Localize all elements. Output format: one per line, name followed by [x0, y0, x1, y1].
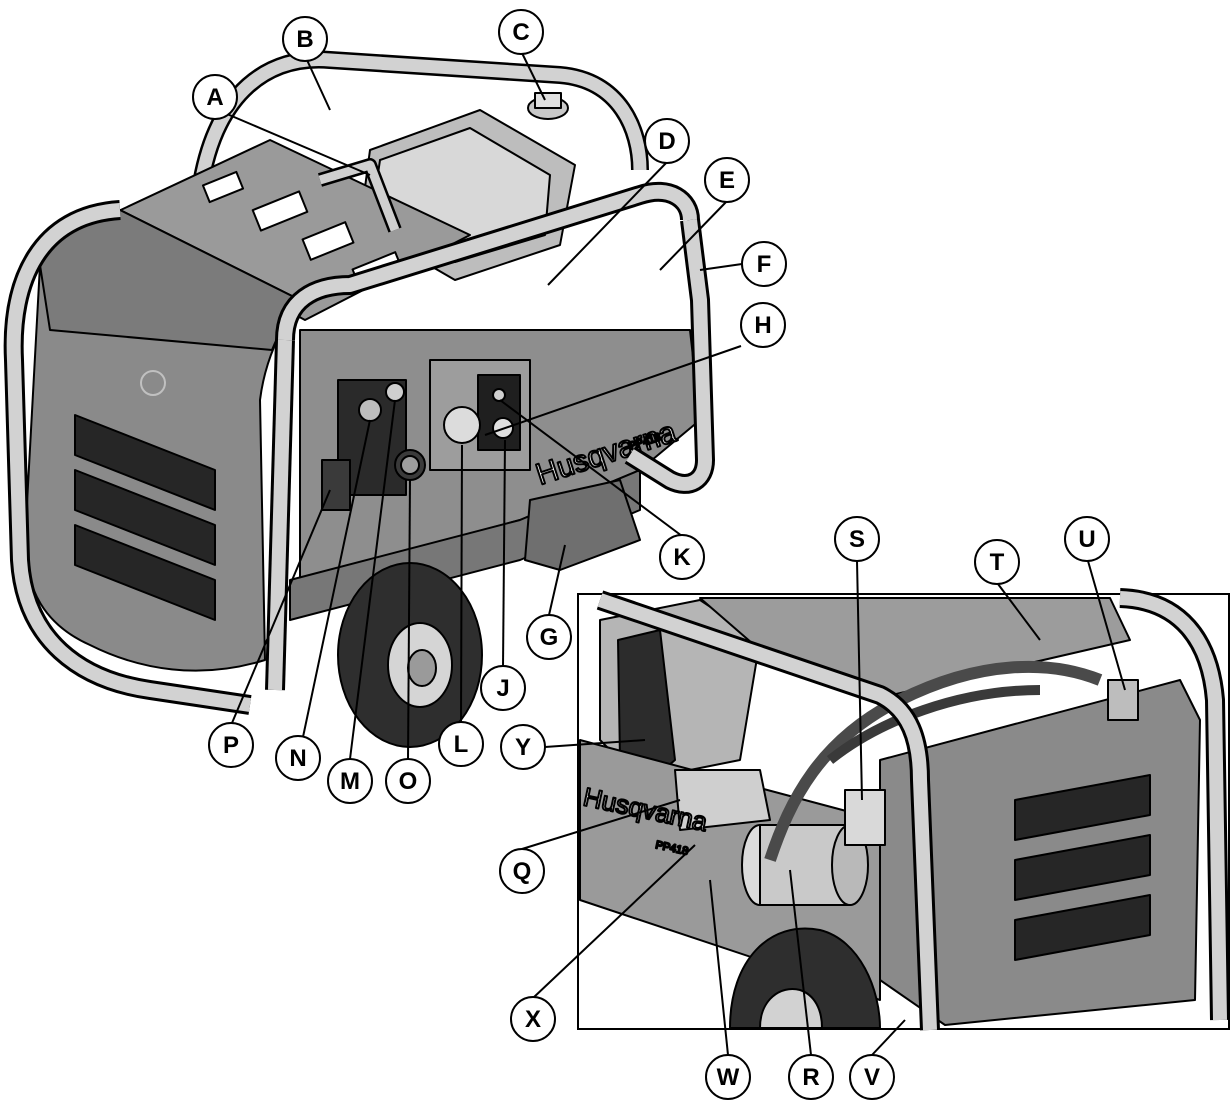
callout-s-label: S: [849, 526, 865, 553]
callout-r: R: [788, 1054, 834, 1100]
callout-v-label: V: [864, 1064, 880, 1091]
callout-g: G: [526, 614, 572, 660]
callout-u: U: [1064, 516, 1110, 562]
callout-f: F: [741, 241, 787, 287]
callout-t-label: T: [990, 549, 1005, 576]
callout-o-label: O: [399, 768, 418, 795]
pressure-gauge: [443, 406, 481, 444]
callout-l: L: [438, 721, 484, 767]
callout-a: A: [192, 74, 238, 120]
callout-s: S: [834, 516, 880, 562]
callout-c: C: [498, 9, 544, 55]
callout-n-label: N: [289, 745, 306, 772]
callout-y: Y: [500, 724, 546, 770]
callout-l-label: L: [454, 731, 469, 758]
callout-h: H: [740, 302, 786, 348]
callout-x: X: [510, 996, 556, 1042]
callout-q-label: Q: [513, 858, 532, 885]
callout-b-label: B: [296, 26, 313, 53]
callout-m: M: [327, 758, 373, 804]
callout-j-label: J: [496, 675, 509, 702]
callout-e-label: E: [719, 167, 735, 194]
callouts: A B C D E F G H J K L M N O P Q R S T U …: [192, 9, 1110, 1100]
callout-w-label: W: [717, 1064, 740, 1091]
switch-p: [321, 459, 351, 511]
callout-y-label: Y: [515, 734, 531, 761]
main-view: Husqvarna PP418: [3, 50, 715, 748]
callout-q: Q: [499, 848, 545, 894]
inset-view: Husqvarna PP418: [577, 588, 1230, 1031]
callout-x-label: X: [525, 1006, 541, 1033]
callout-d: D: [644, 118, 690, 164]
left-vents: [74, 414, 216, 621]
coupler-n: [358, 398, 382, 422]
filter-s: [844, 789, 886, 846]
callout-n: N: [275, 735, 321, 781]
callout-p-label: P: [223, 732, 239, 759]
hose-2: [826, 685, 1041, 764]
callout-w: W: [705, 1054, 751, 1100]
callout-h-label: H: [754, 312, 771, 339]
oil-cooler: [674, 769, 771, 831]
coupler-m: [385, 382, 405, 402]
leader-lines: [226, 52, 1126, 1056]
callout-k: K: [659, 534, 705, 580]
callout-m-label: M: [340, 768, 360, 795]
callout-k-label: K: [673, 544, 691, 571]
callout-o: O: [385, 758, 431, 804]
knob-k: [492, 388, 506, 402]
callout-r-label: R: [802, 1064, 819, 1091]
callout-u-label: U: [1078, 526, 1095, 553]
callout-t: T: [974, 539, 1020, 585]
callout-a-label: A: [206, 84, 223, 111]
callout-j: J: [480, 665, 526, 711]
callout-f-label: F: [757, 251, 772, 278]
pump-block: [524, 479, 641, 571]
callout-v: V: [849, 1054, 895, 1100]
callout-b: B: [282, 16, 328, 62]
callout-d-label: D: [658, 128, 675, 155]
callout-p: P: [208, 722, 254, 768]
callout-c-label: C: [512, 19, 529, 46]
callout-e: E: [704, 157, 750, 203]
callout-g-label: G: [540, 624, 559, 651]
